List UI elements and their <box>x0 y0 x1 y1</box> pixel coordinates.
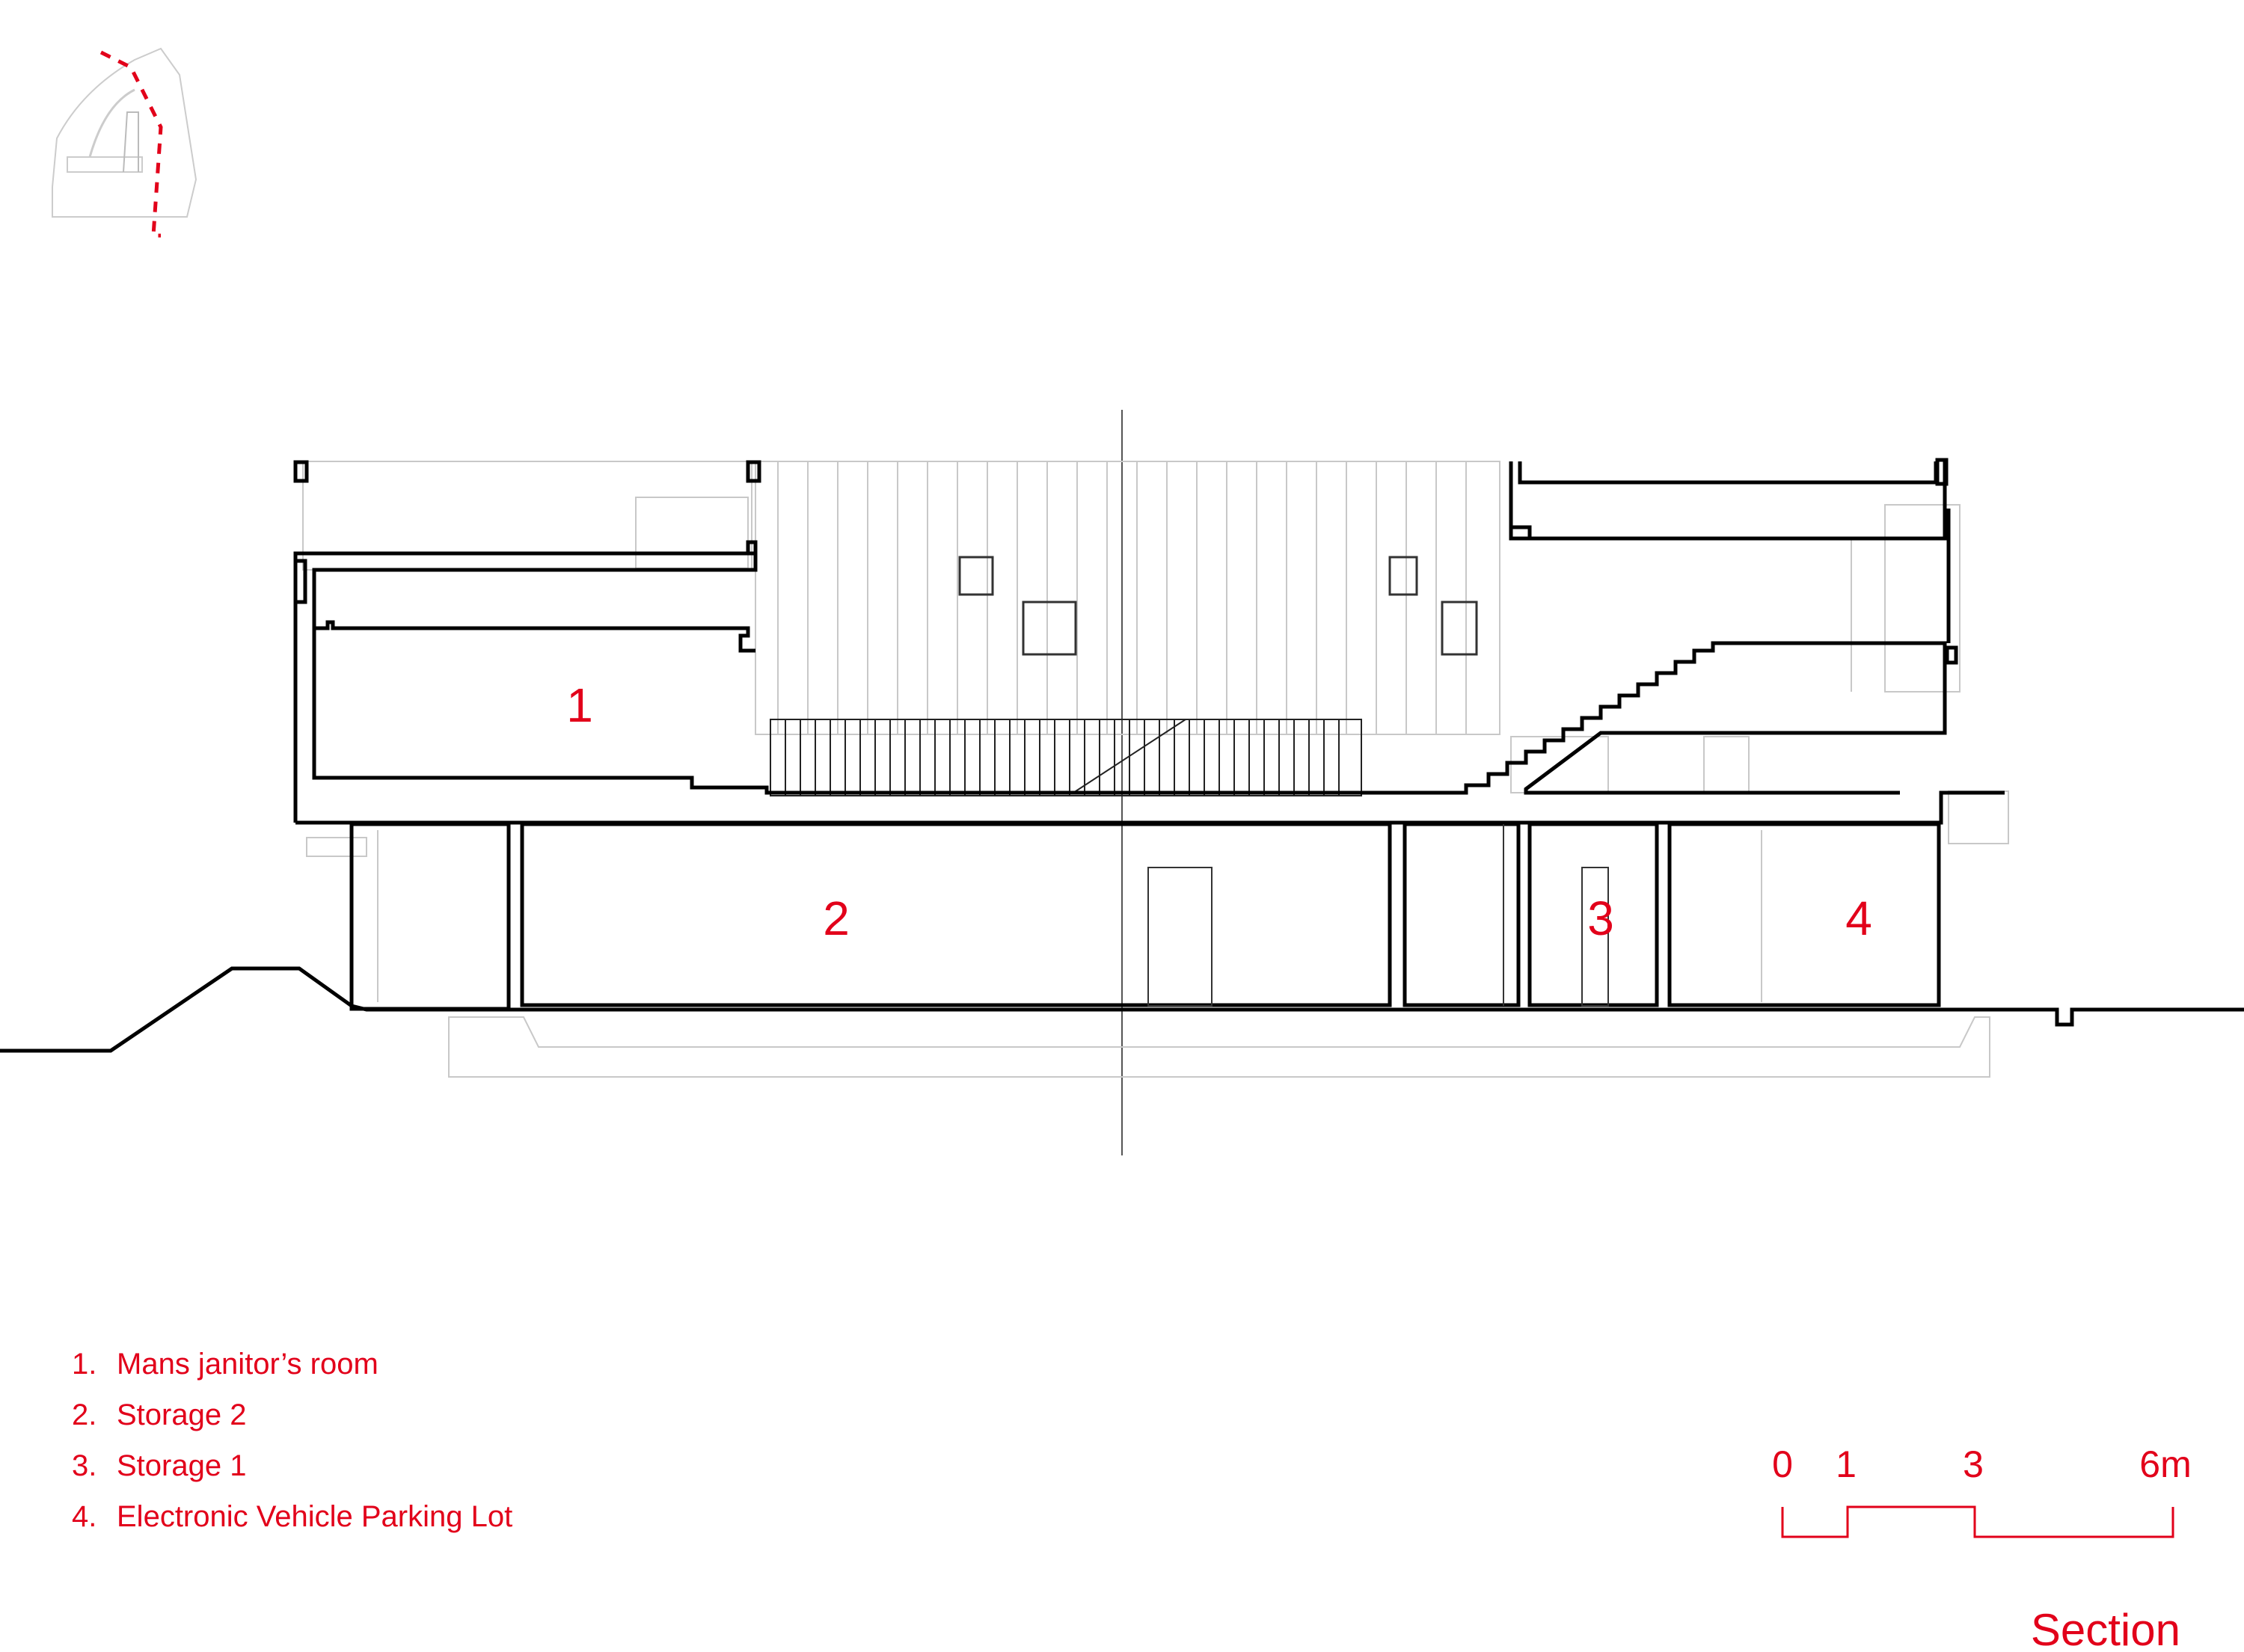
scale-bar: 0 1 3 6m <box>1772 1443 2192 1538</box>
legend-item-text: Mans janitor’s room <box>117 1348 378 1381</box>
scale-tick-1: 1 <box>1836 1443 1857 1485</box>
legend-item-number: 4. <box>72 1500 97 1533</box>
legend-item-number: 3. <box>72 1449 97 1482</box>
section-cut <box>0 458 2244 1053</box>
legend-item: 3. Storage 1 <box>72 1440 512 1491</box>
legend-item: 2. Storage 2 <box>72 1390 512 1440</box>
key-plan <box>52 47 197 238</box>
legend: 1. Mans janitor’s room 2. Storage 2 3. Stor… <box>72 1339 512 1542</box>
legend-item-number: 2. <box>72 1398 97 1431</box>
drawing-title: Section <box>2031 1605 2180 1652</box>
scale-tick-6m: 6m <box>2139 1443 2191 1485</box>
legend-item-text: Storage 2 <box>117 1398 247 1431</box>
scale-tick-3: 3 <box>1963 1443 1984 1485</box>
legend-item-text: Storage 1 <box>117 1449 247 1482</box>
facade-windows <box>958 556 1478 656</box>
room-number-2: 2 <box>823 891 850 945</box>
room-number-1: 1 <box>566 678 593 732</box>
scale-bar-line <box>1781 1505 2174 1538</box>
background-elevation <box>302 461 2009 1078</box>
basement-doors <box>1147 824 1609 1007</box>
scale-tick-0: 0 <box>1772 1443 1793 1485</box>
legend-item: 4. Electronic Vehicle Parking Lot <box>72 1491 512 1542</box>
legend-item: 1. Mans janitor’s room <box>72 1339 512 1390</box>
legend-item-text: Electronic Vehicle Parking Lot <box>117 1500 513 1533</box>
stair-railing <box>770 719 1362 796</box>
room-number-4: 4 <box>1845 891 1872 945</box>
room-number-3: 3 <box>1587 891 1614 945</box>
legend-item-number: 1. <box>72 1348 97 1381</box>
